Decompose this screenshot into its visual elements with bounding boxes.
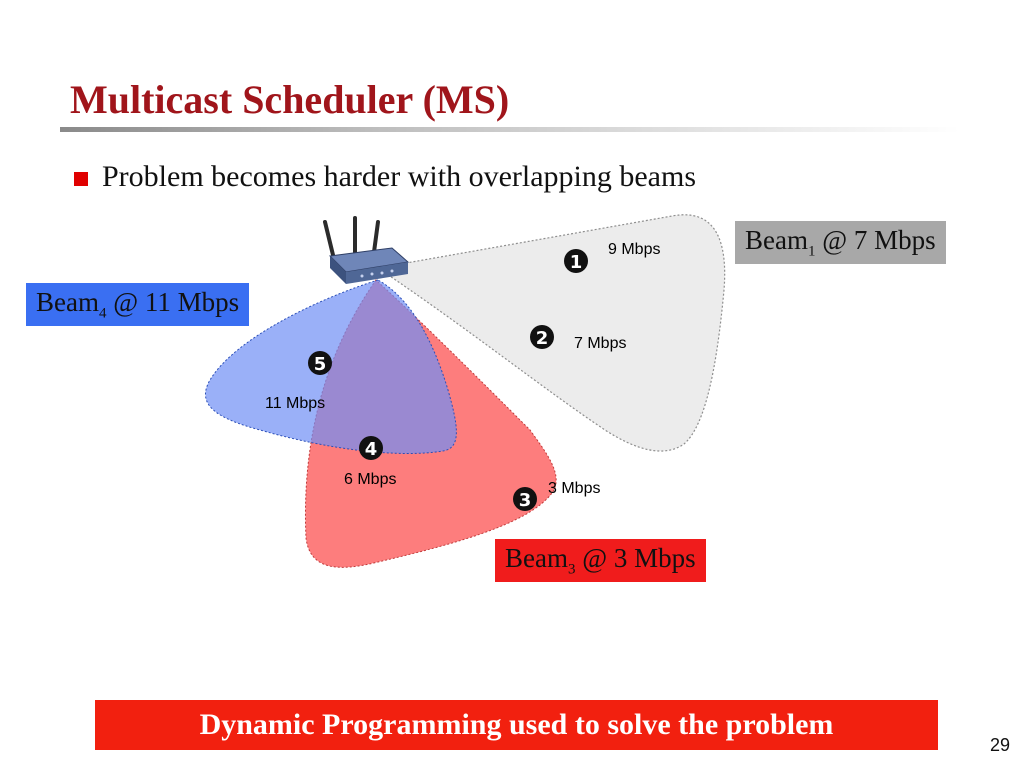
client-number: 3: [519, 490, 532, 511]
slide-title: Multicast Scheduler (MS): [70, 77, 510, 122]
client-marker-3: 3: [513, 487, 537, 511]
bullet-text: Problem becomes harder with overlapping …: [102, 160, 696, 193]
client-number: 2: [536, 328, 549, 349]
client-number: 4: [365, 439, 378, 460]
client-rate-label: 3 Mbps: [548, 480, 600, 497]
client-marker-2: 2: [530, 325, 554, 349]
client-marker-5: 5: [308, 351, 332, 375]
square-bullet-icon: [74, 172, 88, 186]
client-marker-4: 4: [359, 436, 383, 460]
footer-banner: Dynamic Programming used to solve the pr…: [95, 700, 938, 750]
client-rate-label: 6 Mbps: [344, 471, 396, 488]
beam3-label: Beam3 @ 3 Mbps: [495, 539, 706, 583]
title-divider: [60, 127, 960, 132]
client-rate-label: 7 Mbps: [574, 335, 626, 352]
client-number: 1: [570, 252, 583, 273]
beam1-label: Beam1 @ 7 Mbps: [735, 221, 946, 265]
bullet-item: Problem becomes harder with overlapping …: [74, 160, 696, 194]
client-rate-label: 9 Mbps: [608, 241, 660, 258]
beam4-label: Beam4 @ 11 Mbps: [26, 283, 250, 327]
client-marker-1: 1: [564, 249, 588, 273]
client-rate-label: 11 Mbps: [265, 395, 325, 412]
wireless-router-icon: [323, 216, 410, 284]
client-number: 5: [314, 354, 327, 375]
page-number: 29: [990, 735, 1011, 755]
